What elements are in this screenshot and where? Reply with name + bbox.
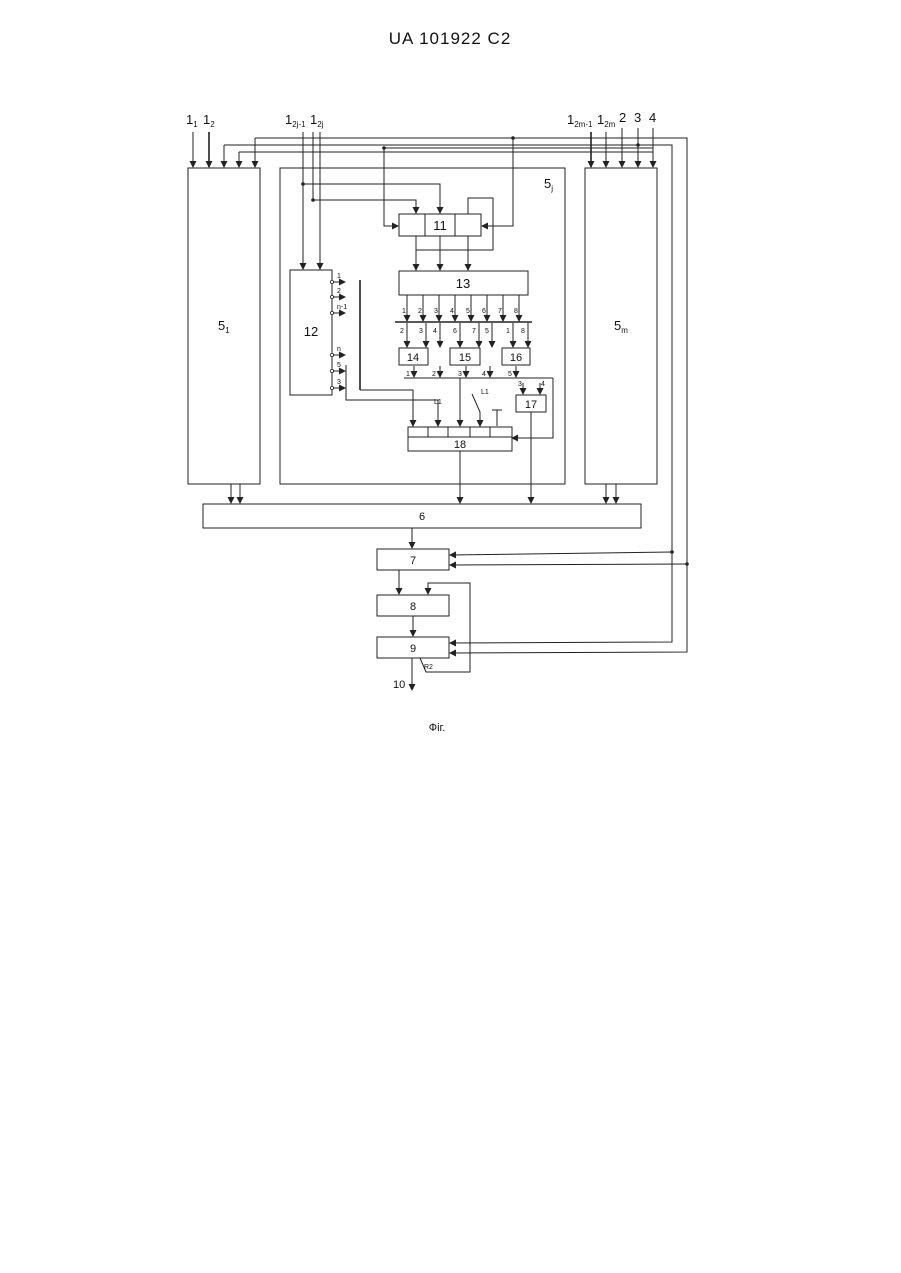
block-14-in-3: 3 <box>419 328 423 335</box>
block-13-out-2: 2 <box>418 308 422 315</box>
block-12-out-2: 2 <box>337 288 341 295</box>
block-15-in-7: 7 <box>472 328 476 335</box>
input-1-1: 11 <box>186 112 198 129</box>
block-13-out-4: 4 <box>450 308 454 315</box>
block-15-in-6: 6 <box>453 328 457 335</box>
block-17-in-4: 4 <box>541 381 545 388</box>
block-14-in-4: 4 <box>433 328 437 335</box>
block-12-out-1: 1 <box>337 273 341 280</box>
block-12-out-5: 5 <box>337 362 341 369</box>
block-13-out-5: 5 <box>466 308 470 315</box>
block-18-label: 18 <box>454 439 466 451</box>
row-label-3: 3 <box>458 371 462 378</box>
row-label-5: 5 <box>508 371 512 378</box>
block-15-in-5: 5 <box>485 328 489 335</box>
patent-number: UA 101922 C2 <box>389 29 512 48</box>
label-l1-b: L1 <box>481 389 489 396</box>
block-16-in-8: 8 <box>521 328 525 335</box>
row-label-2: 2 <box>432 371 436 378</box>
block-12-label: 12 <box>304 324 318 339</box>
label-r2: R2 <box>424 664 433 671</box>
block-15-label: 15 <box>459 352 471 364</box>
input-1-2j-1: 12j-1 <box>285 112 306 129</box>
block-13-out-3: 3 <box>434 308 438 315</box>
block-6-label: 6 <box>419 511 425 523</box>
block-17-label: 17 <box>525 399 537 411</box>
input-4: 4 <box>649 110 656 125</box>
block-7-label: 7 <box>410 555 416 567</box>
block-13-out-8: 8 <box>514 308 518 315</box>
label-l1-a: L1 <box>434 399 442 406</box>
input-1-2m-1: 12m-1 <box>567 112 593 129</box>
block-16-in-1: 1 <box>506 328 510 335</box>
block-13-label: 13 <box>456 276 470 291</box>
block-8-label: 8 <box>410 601 416 613</box>
block-11-left <box>399 214 425 236</box>
input-3: 3 <box>634 110 641 125</box>
block-9-label: 9 <box>410 643 416 655</box>
block-14-in-2: 2 <box>400 328 404 335</box>
block-13-out-6: 6 <box>482 308 486 315</box>
input-1-2: 12 <box>203 112 215 129</box>
block-17-in-3: 3 <box>518 381 522 388</box>
input-1-2j: 12j <box>310 112 324 129</box>
block-16-label: 16 <box>510 352 522 364</box>
block-11-right <box>455 214 481 236</box>
block-12-out-n: n <box>337 346 341 353</box>
input-2: 2 <box>619 110 626 125</box>
block-13-out-7: 7 <box>498 308 502 315</box>
block-14-label: 14 <box>407 352 419 364</box>
input-1-2m: 12m <box>597 112 616 129</box>
block-12-out-n-1: n-1 <box>337 304 347 311</box>
row-label-1: 1 <box>406 371 410 378</box>
row-label-4: 4 <box>482 371 486 378</box>
block-13-out-1: 1 <box>402 308 406 315</box>
output-10: 10 <box>393 679 405 691</box>
block-11-label: 11 <box>433 218 447 233</box>
figure-caption: Фіг. <box>429 722 446 734</box>
block-12-out-3: 3 <box>337 379 341 386</box>
